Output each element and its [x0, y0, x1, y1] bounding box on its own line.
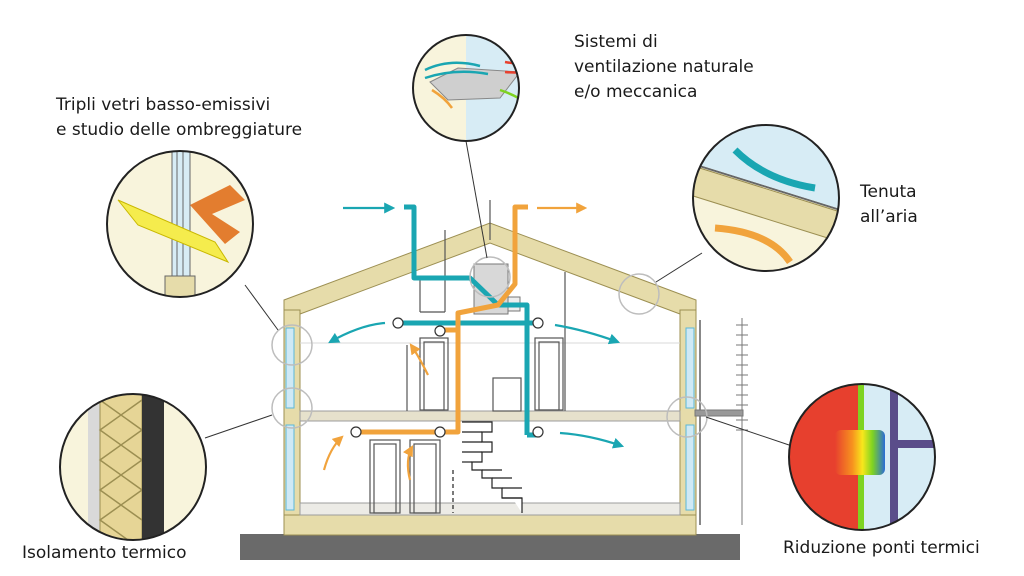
- shading-louvres: [694, 318, 748, 525]
- house-envelope: [283, 222, 697, 536]
- supply-air-arrow: [328, 202, 625, 449]
- label-airtightness: Tenuta all’aria: [860, 180, 918, 230]
- glazing-detail-circle: [106, 150, 254, 298]
- label-airtightness-line-2: all’aria: [860, 207, 918, 227]
- label-glazing-line-2: e studio delle ombreggiature: [56, 120, 303, 140]
- label-thermal-bridges-text: Riduzione ponti termici: [783, 538, 980, 558]
- detail-markers: [271, 256, 708, 438]
- label-thermal-bridges: Riduzione ponti termici: [783, 536, 980, 561]
- label-ventilation: Sistemi di ventilazione naturale e/o mec…: [574, 30, 754, 105]
- ground-slab: [240, 534, 740, 560]
- label-glazing-line-1: Tripli vetri basso-emissivi: [56, 95, 271, 115]
- label-insulation: Isolamento termico: [22, 541, 187, 566]
- airtightness-detail-circle: [692, 124, 840, 272]
- exhaust-air-arrow: [322, 202, 588, 481]
- detail-connectors: [204, 140, 793, 447]
- label-insulation-text: Isolamento termico: [22, 543, 187, 563]
- air-vents: [350, 317, 544, 438]
- label-ventilation-line-3: e/o meccanica: [574, 82, 698, 102]
- insulation-detail-circle: [59, 393, 207, 541]
- label-airtightness-line-1: Tenuta: [860, 182, 917, 202]
- window-glazing: [285, 320, 701, 525]
- thermal-bridge-detail-circle: [788, 383, 936, 531]
- ventilation-detail-circle: [412, 34, 520, 142]
- staircase-icon: [452, 421, 523, 513]
- label-ventilation-line-1: Sistemi di: [574, 32, 658, 52]
- label-glazing: Tripli vetri basso-emissivi e studio del…: [56, 93, 302, 143]
- label-ventilation-line-2: ventilazione naturale: [574, 57, 754, 77]
